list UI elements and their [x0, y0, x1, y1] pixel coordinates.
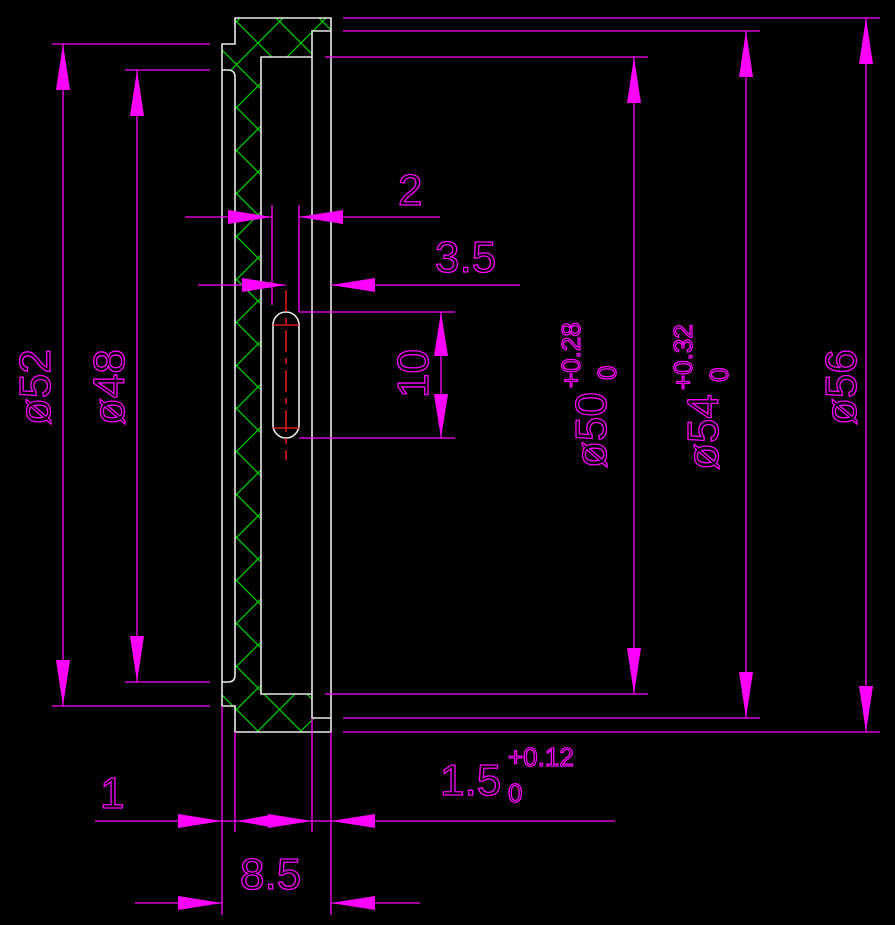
dim-d50-tol-upper: +0.28 — [556, 322, 586, 388]
dim-lip-and-wall: 1 1.5 +0.12 0 — [95, 741, 615, 828]
dim-d50: ø50 +0.28 0 — [325, 56, 648, 695]
dim-d54-tol-lower: 0 — [704, 368, 734, 382]
dim-d48: ø48 — [84, 69, 210, 683]
dim-d56: ø56 — [343, 17, 880, 733]
lip-inner-line — [222, 69, 236, 683]
dim-slot-10: 10 — [299, 311, 455, 439]
dim-d54-text: ø54 — [679, 394, 728, 470]
dim-d48-text: ø48 — [85, 349, 134, 425]
dim-d54: ø54 +0.32 0 — [343, 30, 760, 719]
dim-gap-2-text: 2 — [398, 166, 422, 215]
dim-d50-text: ø50 — [567, 392, 616, 468]
dim-d52-text: ø52 — [11, 349, 60, 425]
dim-gap-3-5-text: 3.5 — [435, 233, 496, 282]
dim-wall-1-5-tol-upper: +0.12 — [508, 742, 574, 772]
bottom-extension-lines — [221, 706, 332, 915]
dim-width-8-5-text: 8.5 — [240, 850, 301, 899]
dim-d56-text: ø56 — [817, 349, 866, 425]
dim-d54-tol-upper: +0.32 — [668, 324, 698, 390]
dim-slot-10-text: 10 — [389, 349, 438, 398]
dim-d50-tol-lower: 0 — [592, 366, 622, 380]
dim-wall-1-5-tol-lower: 0 — [508, 778, 522, 808]
dim-d52: ø52 — [10, 43, 210, 707]
dim-width-8-5: 8.5 — [135, 849, 420, 910]
inner-bore-outline — [260, 30, 331, 719]
dim-lip-1-text: 1 — [100, 769, 124, 818]
hatched-section — [222, 18, 331, 732]
part-section — [221, 17, 332, 733]
dim-wall-1-5-text: 1.5 — [440, 756, 501, 805]
dim-gap-2: 2 — [185, 165, 440, 312]
dim-gap-3-5: 3.5 — [198, 232, 520, 292]
